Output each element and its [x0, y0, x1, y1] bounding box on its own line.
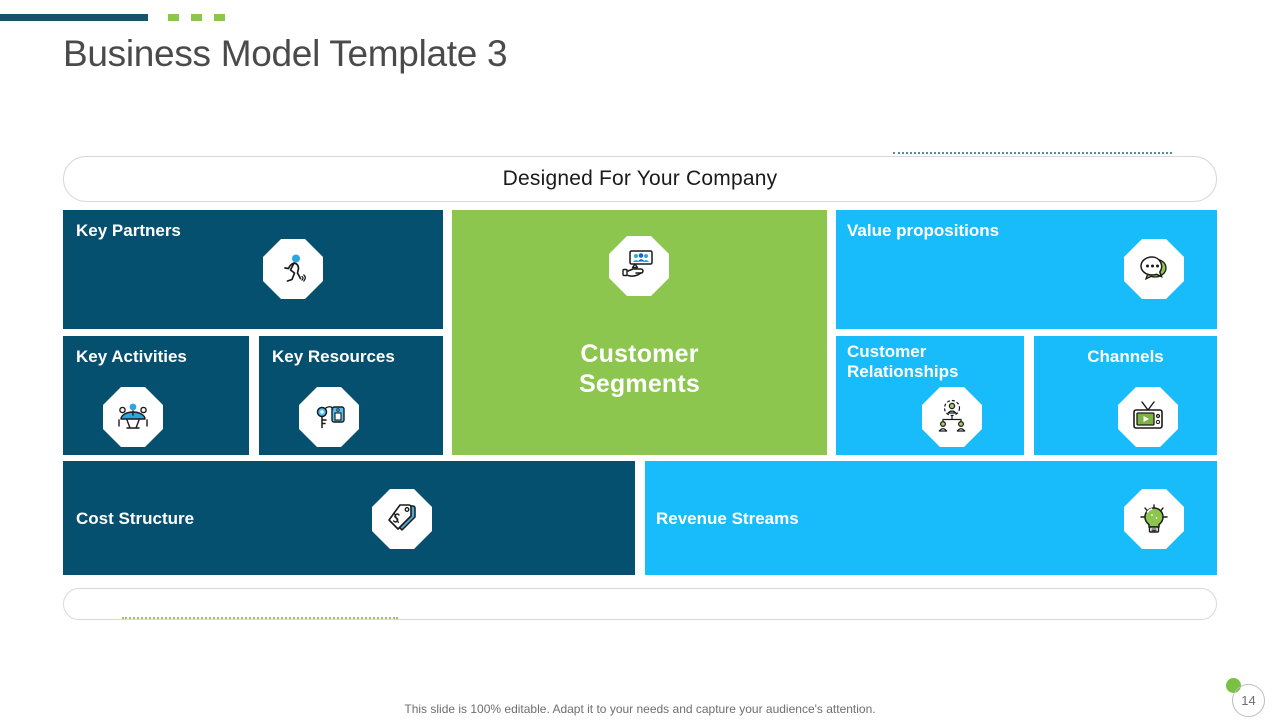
price-tags-icon [372, 489, 432, 549]
hand-audience-screen-icon [609, 236, 669, 296]
top-accent-dots [168, 14, 225, 21]
panel-key-activities[interactable]: Key Activities [63, 336, 249, 455]
top-accent-rule [0, 14, 148, 21]
panel-customer-relationships-label-line1: Customer [847, 342, 927, 361]
panel-customer-segments[interactable]: Customer Segments [452, 210, 827, 455]
lightbulb-gear-icon [1124, 489, 1184, 549]
key-tag-icon [299, 387, 359, 447]
meeting-table-icon [103, 387, 163, 447]
panel-key-partners[interactable]: Key Partners [63, 210, 443, 329]
panel-key-partners-label: Key Partners [76, 221, 181, 240]
header-dotted-line [893, 152, 1172, 154]
panel-key-activities-label: Key Activities [76, 347, 187, 366]
panel-key-resources[interactable]: Key Resources [259, 336, 443, 455]
footer-note: This slide is 100% editable. Adapt it to… [404, 702, 876, 716]
panel-value-propositions-label: Value propositions [847, 221, 1000, 240]
panel-cost-structure[interactable]: Cost Structure [63, 461, 635, 575]
panel-customer-relationships-label: Customer Relationships [847, 342, 997, 382]
accent-dot [214, 14, 225, 21]
panel-revenue-streams[interactable]: Revenue Streams [645, 461, 1217, 575]
page-title: Business Model Template 3 [63, 33, 508, 74]
speech-bubbles-icon [1124, 239, 1184, 299]
panel-revenue-streams-label: Revenue Streams [656, 509, 799, 528]
panel-customer-segments-label: Customer Segments [452, 340, 827, 399]
people-network-icon [922, 387, 982, 447]
accent-dot [168, 14, 179, 21]
running-person-icon [263, 239, 323, 299]
panel-customer-relationships[interactable]: Customer Relationships [836, 336, 1024, 455]
page-number-badge: 14 [1232, 684, 1265, 717]
panel-value-propositions[interactable]: Value propositions [836, 210, 1217, 329]
panel-cost-structure-label: Cost Structure [76, 509, 195, 528]
panel-key-resources-label: Key Resources [272, 347, 395, 366]
panel-customer-segments-label-line2: Segments [578, 369, 701, 398]
bottom-banner[interactable] [63, 588, 1217, 620]
page-number: 14 [1241, 693, 1256, 708]
panel-channels-label: Channels [1087, 347, 1164, 366]
bottom-dotted-line [122, 617, 398, 619]
header-banner[interactable]: Designed For Your Company [63, 156, 1217, 202]
header-banner-text: Designed For Your Company [502, 167, 778, 190]
panel-channels[interactable]: Channels [1034, 336, 1217, 455]
accent-dot [191, 14, 202, 21]
panel-customer-segments-label-line1: Customer [580, 340, 699, 368]
panel-customer-relationships-label-line2: Relationships [847, 362, 959, 382]
tv-play-icon [1118, 387, 1178, 447]
